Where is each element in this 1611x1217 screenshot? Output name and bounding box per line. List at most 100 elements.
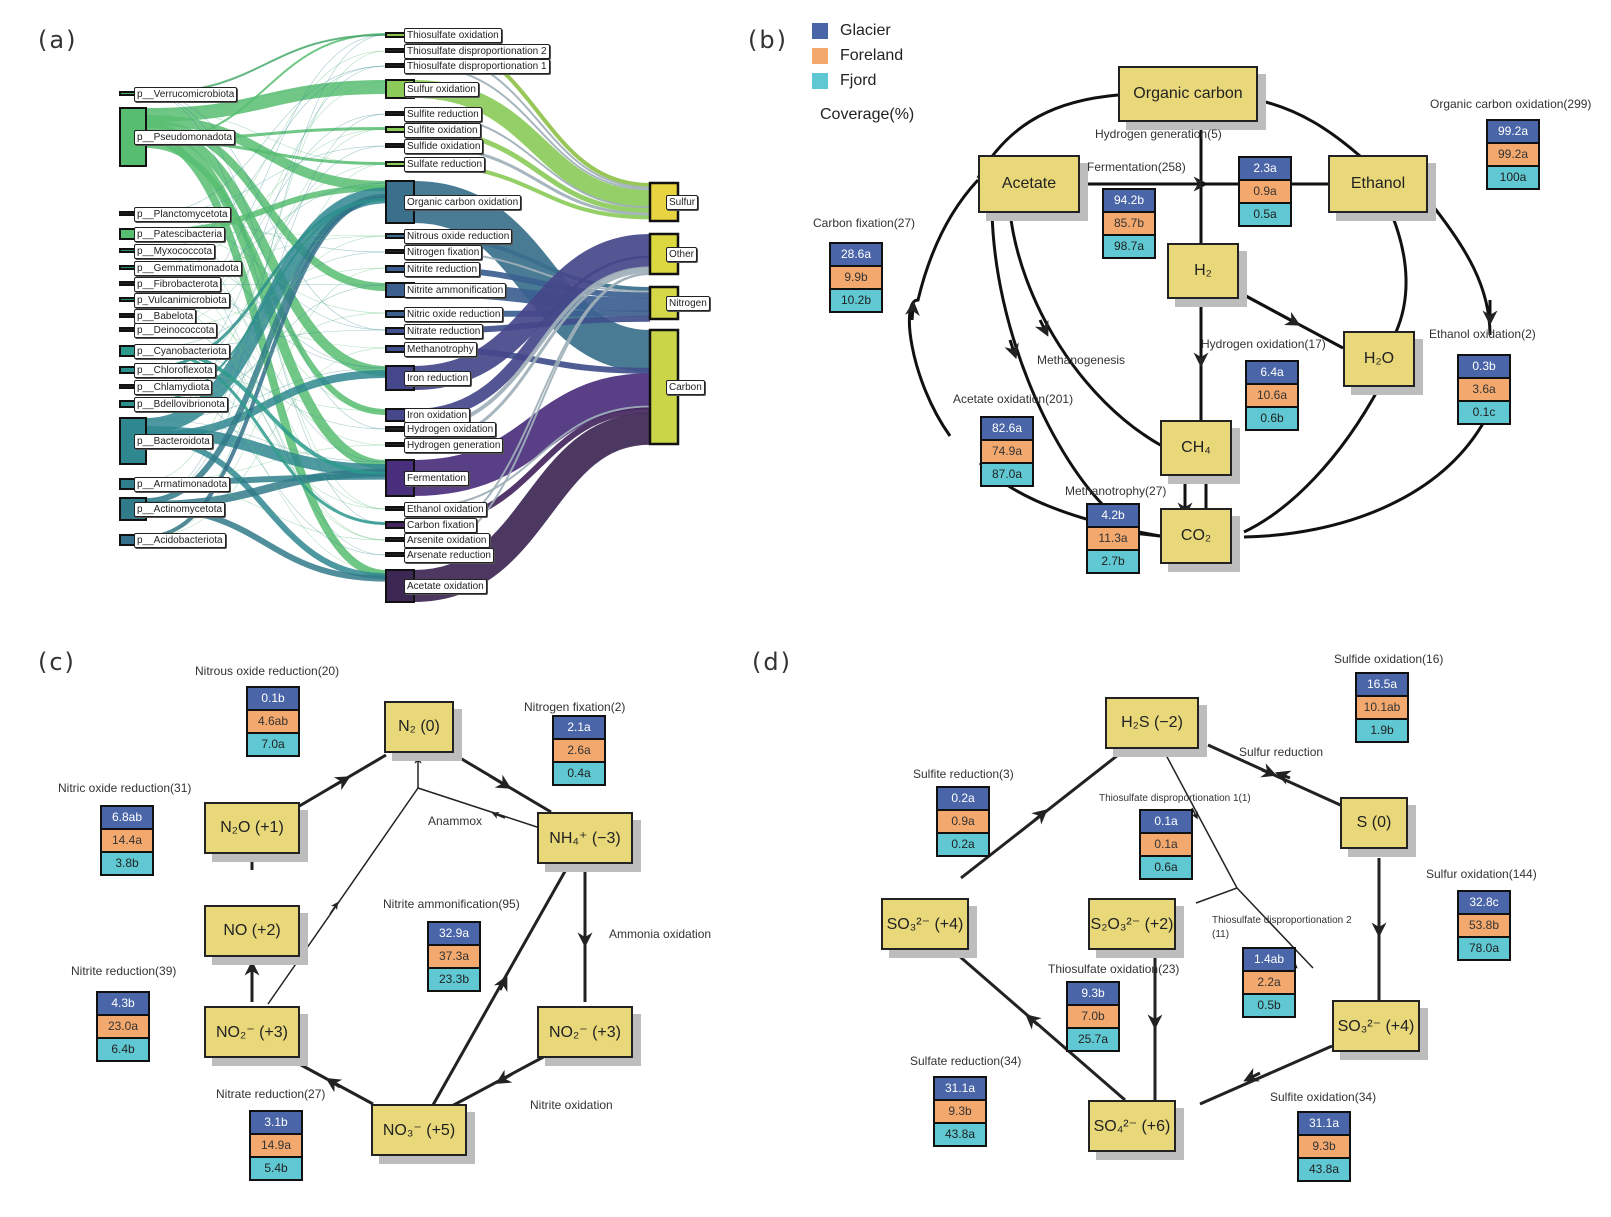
sankey-link — [145, 386, 387, 556]
sankey-link — [145, 368, 387, 573]
label-anammox: Anammox — [428, 814, 483, 828]
sankey-link — [413, 412, 651, 602]
coverage-box-sulfide-oxidation: 16.5a 10.1ab 1.9b — [1355, 672, 1409, 743]
label-methanotrophy: Methanotrophy(27) — [1065, 484, 1167, 498]
coverage-fjord: 98.7a — [1104, 234, 1154, 257]
edge-ethanol-h2o — [1390, 214, 1408, 333]
coverage-box-sulfur-oxidation: 32.8c 53.8b 78.0a — [1457, 890, 1511, 961]
edge-methanogenesis — [1008, 211, 1163, 448]
coverage-box-nitrogen-fixation: 2.1a 2.6a 0.4a — [552, 715, 606, 786]
legend-swatch-glacier — [812, 22, 828, 39]
coverage-foreland: 7.0b — [1068, 1004, 1118, 1027]
coverage-glacier: 0.1b — [248, 688, 298, 709]
sankey-link — [145, 81, 387, 111]
coverage-box-nitrite-ammonification: 32.9a 37.3a 23.3b — [427, 921, 481, 992]
edge-organic-ethanol — [1257, 98, 1361, 158]
coverage-foreland: 85.7b — [1104, 211, 1154, 234]
legend-item-foreland: Foreland — [812, 43, 903, 68]
coverage-glacier: 6.4a — [1247, 362, 1297, 383]
sankey-label-phylum: p__Armatimonadota — [134, 477, 231, 492]
coverage-foreland: 10.1ab — [1357, 695, 1407, 718]
sankey-label-phylum: p_Vulcanimicrobiota — [134, 292, 230, 308]
coverage-foreland: 0.9a — [1240, 179, 1290, 202]
sankey-label-function: Nitrous oxide reduction — [404, 229, 513, 244]
sankey-label-cycle: Nitrogen — [666, 296, 710, 311]
node-ethanol: Ethanol — [1328, 155, 1428, 213]
node-h2s: H₂S (−2) — [1105, 697, 1199, 749]
node-no2-left: NO₂⁻ (+3) — [204, 1006, 300, 1058]
panel-label-d: (d) — [752, 648, 792, 676]
sankey-link — [145, 142, 387, 415]
sankey-label-phylum: p__Myxococcota — [134, 243, 216, 259]
label-carbon-fixation: Carbon fixation(27) — [813, 216, 916, 230]
coverage-fjord: 0.6b — [1247, 406, 1297, 429]
edge-carbon-fixation — [907, 178, 980, 437]
panel-b-edges — [904, 93, 1498, 539]
label-hydrogen-oxidation: Hydrogen oxidation(17) — [1201, 337, 1326, 351]
sankey-label-function: Thiosulfate disproportionation 2 — [404, 43, 550, 59]
label-sulfite-oxidation: Sulfite oxidation(34) — [1270, 1090, 1377, 1104]
panel-d-edges — [957, 743, 1387, 1106]
coverage-box-hydrogen-generation: 2.3a 0.9a 0.5a — [1238, 156, 1292, 227]
coverage-foreland: 0.1a — [1141, 832, 1191, 855]
label-fermentation: Fermentation(258) — [1087, 160, 1186, 174]
label-sulfite-reduction: Sulfite reduction(3) — [913, 767, 1014, 781]
coverage-foreland: 37.3a — [429, 944, 479, 967]
coverage-foreland: 3.6a — [1459, 377, 1509, 400]
sankey-link — [413, 255, 651, 421]
coverage-foreland: 2.6a — [554, 738, 604, 761]
sankey-link — [145, 267, 387, 538]
sankey-label-function: Nitric oxide reduction — [404, 307, 504, 322]
node-organic-carbon: Organic carbon — [1118, 66, 1258, 122]
sankey-label-function: Nitrate reduction — [404, 324, 484, 339]
sankey-link — [145, 347, 387, 538]
node-so3-left: SO₃²⁻ (+4) — [881, 898, 969, 950]
sankey-label-function: Organic carbon oxidation — [404, 195, 522, 210]
sankey-label-function: Nitrite ammonification — [404, 283, 507, 298]
sankey-label-function: Nitrogen fixation — [404, 244, 483, 260]
coverage-label: Coverage(%) — [820, 106, 915, 123]
sankey-link — [145, 235, 387, 404]
sankey-label-phylum: p__Fibrobacterota — [134, 276, 222, 292]
coverage-foreland: 9.9b — [831, 265, 881, 288]
coverage-foreland: 99.2a — [1488, 142, 1538, 165]
sankey-label-function: Ethanol oxidation — [404, 501, 487, 517]
coverage-box-fermentation: 94.2b 85.7b 98.7a — [1102, 188, 1156, 259]
coverage-box-sulfite-reduction: 0.2a 0.9a 0.2a — [936, 786, 990, 857]
coverage-glacier: 2.3a — [1240, 158, 1290, 179]
sankey-label-function: Iron reduction — [404, 371, 472, 386]
label-thiosulfate-oxidation: Thiosulfate oxidation(23) — [1048, 962, 1180, 976]
coverage-box-thiosulfate-disproportionation-1: 0.1a 0.1a 0.6a — [1139, 809, 1193, 880]
coverage-fjord: 0.6a — [1141, 855, 1191, 878]
coverage-glacier: 32.9a — [429, 923, 479, 944]
node-h2: H₂ — [1167, 243, 1239, 299]
edge-h2o-co2 — [1243, 385, 1382, 534]
panel-label-b: (b) — [748, 26, 788, 54]
coverage-fjord: 43.8a — [935, 1122, 985, 1145]
edge-sulfite-oxidation — [1199, 1044, 1333, 1106]
sankey-link — [145, 370, 387, 440]
coverage-box-hydrogen-oxidation: 6.4a 10.6a 0.6b — [1245, 360, 1299, 431]
node-no3: NO₃⁻ (+5) — [371, 1104, 467, 1156]
edge-ethanol-oxidation — [1418, 189, 1492, 336]
sankey-label-function: Thiosulfate disproportionation 1 — [404, 58, 550, 74]
label-ammonia-oxidation: Ammonia oxidation — [609, 927, 712, 941]
legend-label-foreland: Foreland — [840, 46, 904, 64]
panel-label-a: (a) — [38, 26, 78, 54]
coverage-foreland: 23.0a — [98, 1014, 148, 1037]
coverage-fjord: 43.8a — [1299, 1157, 1349, 1180]
label-acetate-oxidation: Acetate oxidation(201) — [953, 392, 1074, 406]
sankey-link — [145, 93, 387, 430]
label-nitrite-reduction: Nitrite reduction(39) — [71, 964, 177, 978]
coverage-foreland: 2.2a — [1244, 970, 1294, 993]
legend-swatch-foreland — [812, 47, 828, 64]
legend-item-glacier: Glacier — [812, 18, 903, 43]
coverage-box-nitric-oxide-reduction: 6.8ab 14.4a 3.8b — [100, 805, 154, 876]
coverage-glacier: 4.2b — [1088, 505, 1138, 526]
sankey-label-function: Nitrite reduction — [404, 262, 481, 277]
edge-acetate-oxidation — [990, 211, 1105, 507]
sankey-label-function: Acetate oxidation — [404, 579, 487, 594]
label-nitrite-oxidation: Nitrite oxidation — [530, 1098, 613, 1112]
sankey-label-phylum: p__Actinomycetota — [134, 502, 226, 517]
coverage-fjord: 0.4a — [554, 761, 604, 784]
